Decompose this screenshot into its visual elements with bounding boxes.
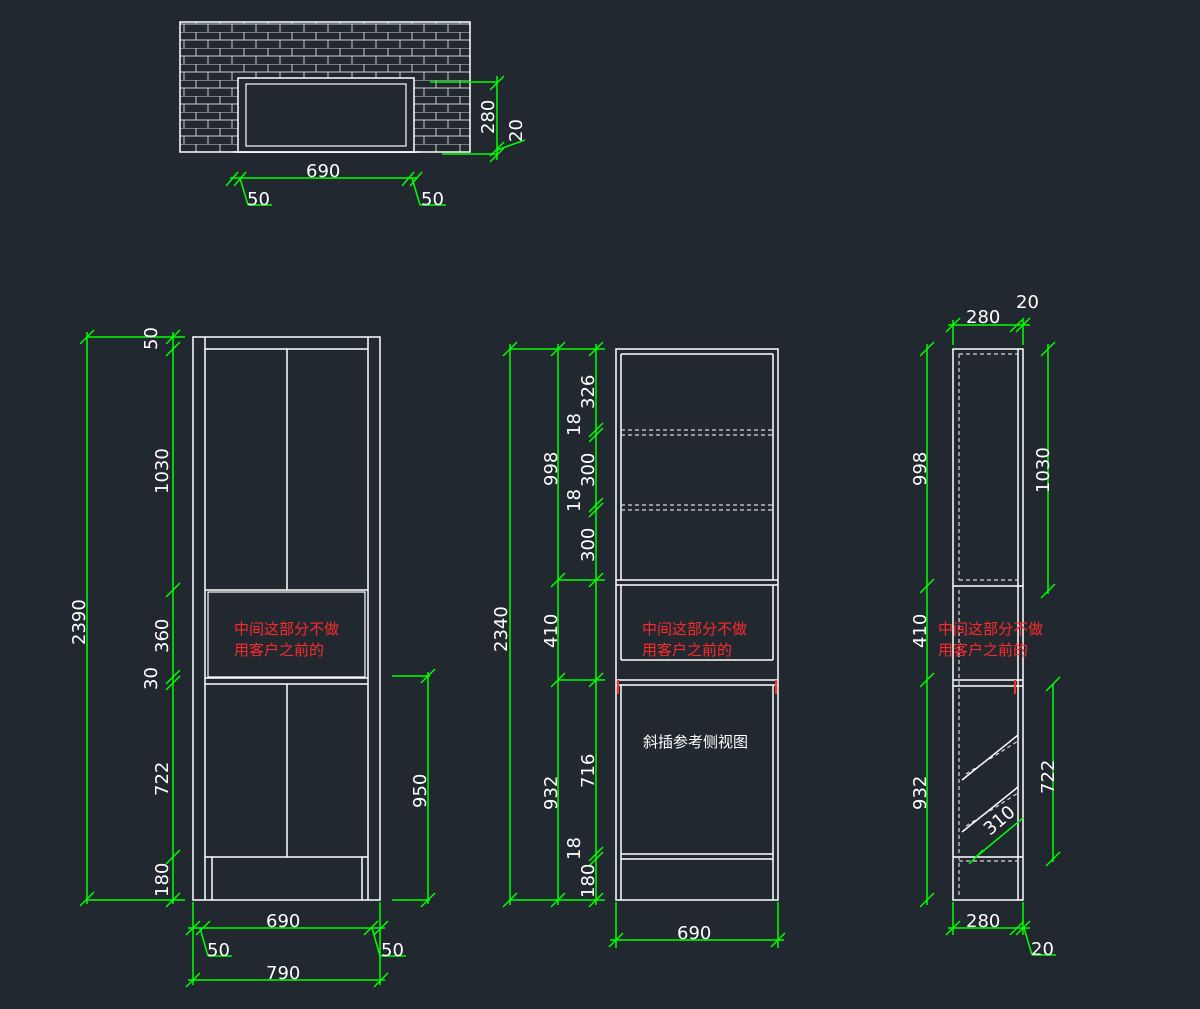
section-view: 2340 998 326 18 300 18 300 410 932 716 1… <box>491 341 786 948</box>
front-upper-label: 1030 <box>152 448 173 494</box>
front-note-line2: 用客户之前的 <box>234 641 324 659</box>
side-top-thickness-label: 20 <box>1016 292 1039 313</box>
front-left-side-label: 50 <box>207 940 230 961</box>
side-upper-label: 998 <box>910 452 931 486</box>
section-board2-label: 18 <box>564 489 585 512</box>
side-top-depth-label: 280 <box>966 307 1000 328</box>
top-view-dimensions <box>225 75 526 206</box>
side-hidden-lines <box>958 353 1019 895</box>
front-view: 2390 50 1030 360 30 722 180 950 690 50 5… <box>69 327 436 988</box>
top-depth-label: 280 <box>478 100 499 134</box>
side-middle-label: 410 <box>910 614 931 648</box>
side-note-line2: 用客户之前的 <box>938 641 1028 659</box>
section-lower-inner-label: 716 <box>578 754 599 788</box>
section-note-line1: 中间这部分不做 <box>642 620 747 638</box>
section-shelf-mid-label: 300 <box>578 453 599 487</box>
top-right-side-label: 50 <box>421 189 444 210</box>
section-cabinet <box>615 348 779 901</box>
front-top-label: 50 <box>141 327 162 350</box>
section-middle-label: 410 <box>541 614 562 648</box>
section-note-line2: 用客户之前的 <box>642 641 732 659</box>
side-slant-label: 310 <box>980 802 1020 840</box>
section-total-height-label: 2340 <box>491 606 512 652</box>
side-note-line1: 中间这部分不做 <box>938 620 1043 638</box>
front-shelf-label: 30 <box>141 667 162 690</box>
front-dimensions <box>79 329 436 988</box>
section-width-label: 690 <box>677 923 711 944</box>
front-total-width-label: 790 <box>266 963 300 984</box>
top-view: 690 50 50 280 20 <box>179 21 527 210</box>
top-left-side-label: 50 <box>247 189 270 210</box>
front-lower-label: 722 <box>152 762 173 796</box>
niche-opening <box>237 77 415 153</box>
niche-inner <box>245 83 407 147</box>
section-lower-label: 932 <box>541 776 562 810</box>
top-thickness-label: 20 <box>506 119 527 142</box>
section-supports <box>617 680 777 694</box>
section-dimensions <box>502 341 786 948</box>
side-bottom-depth-label: 280 <box>966 911 1000 932</box>
section-shelf-top-label: 326 <box>578 375 599 409</box>
front-note-line1: 中间这部分不做 <box>234 620 339 638</box>
side-cabinet <box>952 348 1024 901</box>
front-right-side-label: 50 <box>381 940 404 961</box>
section-upper-label: 998 <box>541 452 562 486</box>
front-middle-label: 360 <box>152 619 173 653</box>
side-lower-label: 932 <box>910 776 931 810</box>
front-counter-height-label: 950 <box>410 774 431 808</box>
front-base-label: 180 <box>152 863 173 897</box>
side-view: 280 20 998 1030 410 932 722 310 280 20 中… <box>910 292 1061 960</box>
section-board1-label: 18 <box>564 413 585 436</box>
top-width-label: 690 <box>306 161 340 182</box>
side-upper-inner-label: 1030 <box>1033 447 1054 493</box>
side-lower-inner-label: 722 <box>1038 760 1059 794</box>
section-slant-reference-label: 斜插参考侧视图 <box>643 733 748 751</box>
front-total-height-label: 2390 <box>69 599 90 645</box>
side-bottom-thickness-label: 20 <box>1031 939 1054 960</box>
front-inner-width-label: 690 <box>266 911 300 932</box>
section-base-label: 180 <box>578 864 599 898</box>
front-cabinet <box>192 336 381 901</box>
section-board3-label: 18 <box>564 837 585 860</box>
side-dimensions <box>919 317 1061 956</box>
section-hidden-shelves <box>621 429 773 511</box>
section-shelf-bottom-label: 300 <box>578 528 599 562</box>
